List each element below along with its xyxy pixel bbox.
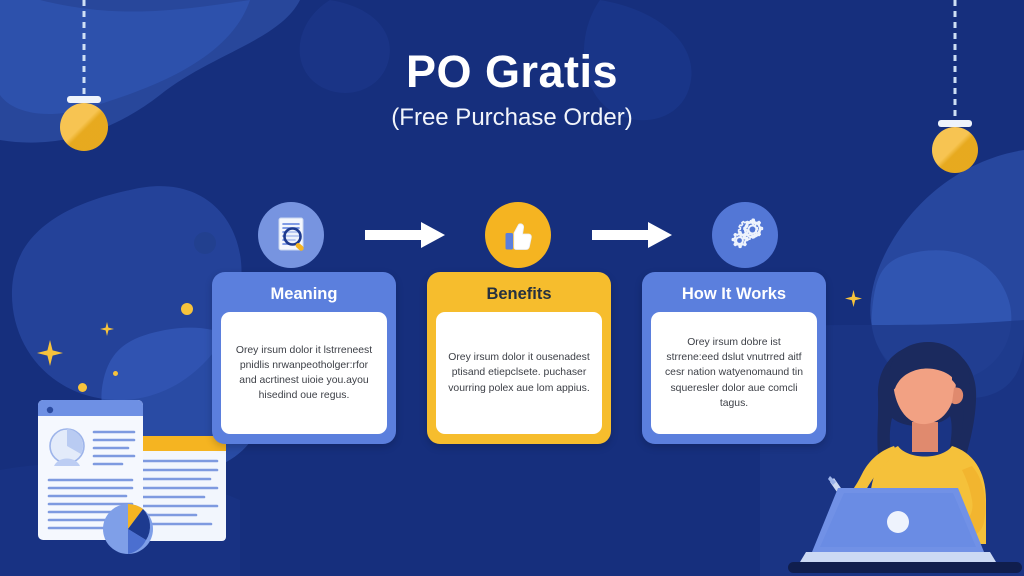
page-title: PO Gratis xyxy=(405,46,619,97)
card-text: Orey irsum dolor it lstrreneest pnidlis … xyxy=(235,344,373,402)
arrow-right-icon xyxy=(363,220,447,250)
dot-decoration xyxy=(113,371,118,376)
card-body: Orey irsum dobre ist strrene:eed dslut v… xyxy=(651,311,817,434)
woman-working-on-laptop-illustration xyxy=(786,330,1024,576)
header: PO Gratis (Free Purchase Order) xyxy=(0,48,1024,132)
card-benefits[interactable]: Benefits Orey irsum dolor it ousenadest … xyxy=(427,272,611,444)
page-subtitle: (Free Purchase Order) xyxy=(391,104,633,132)
process-icon-row xyxy=(258,200,778,270)
lamp-bulb xyxy=(60,103,108,151)
card-text: Orey irsum dolor it ousenadest ptisand e… xyxy=(448,352,590,394)
card-body: Orey irsum dolor it lstrreneest pnidlis … xyxy=(221,311,387,434)
dot-decoration xyxy=(78,383,87,392)
hanging-lamp-right xyxy=(915,0,995,190)
lamp-bulb xyxy=(932,127,978,173)
card-title: Meaning xyxy=(270,285,338,303)
card-how-it-works[interactable]: How It Works Orey irsum dobre ist strren… xyxy=(642,272,826,444)
gears-icon xyxy=(712,202,778,268)
cards-row: Meaning Orey irsum dolor it lstrreneest … xyxy=(212,272,826,444)
card-meaning[interactable]: Meaning Orey irsum dolor it lstrreneest … xyxy=(212,272,396,444)
lamp-cord xyxy=(82,0,86,98)
document-search-icon xyxy=(258,202,324,268)
card-body: Orey irsum dolor it ousenadest ptisand e… xyxy=(436,311,602,434)
lamp-cord xyxy=(953,0,957,122)
hanging-lamp-left xyxy=(44,0,124,170)
card-title: How It Works xyxy=(681,285,787,303)
lamp-cap xyxy=(67,96,101,103)
lamp-cap xyxy=(938,120,972,127)
documents-with-pie-chart-illustration xyxy=(18,388,233,576)
card-text: Orey irsum dobre ist strrene:eed dslut v… xyxy=(664,337,804,409)
dot-decoration xyxy=(181,303,193,315)
arrow-right-icon xyxy=(590,220,674,250)
thumbs-up-icon xyxy=(485,202,551,268)
card-title: Benefits xyxy=(486,285,552,303)
